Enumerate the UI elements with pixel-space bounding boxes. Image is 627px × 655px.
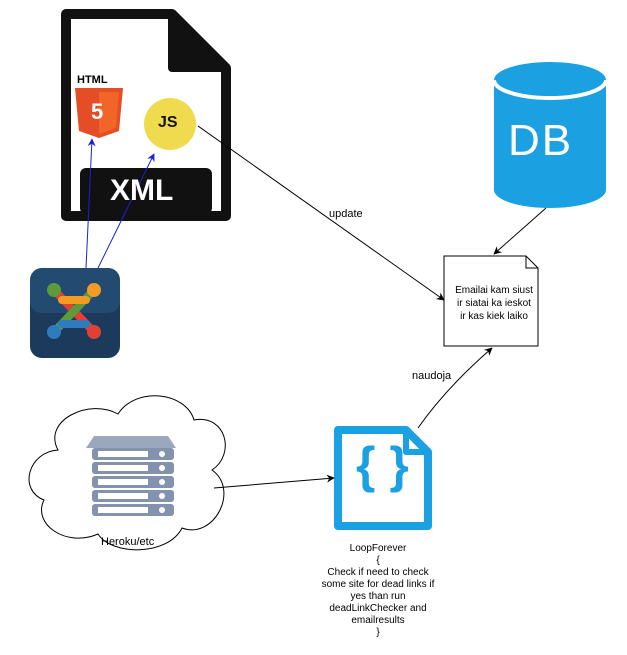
loop-line: emailresults: [351, 615, 405, 626]
loop-line: yes than run: [350, 591, 406, 602]
js-icon: [144, 98, 196, 150]
loop-line: {: [376, 555, 380, 566]
edge-file-note: [197, 125, 445, 301]
edge-loop-note: [417, 347, 493, 429]
loop-line: LoopForever: [349, 543, 407, 554]
html5-digit: 5: [91, 99, 104, 124]
edge-label-naudoja: naudoja: [412, 370, 452, 382]
loop-forever-text: LoopForever { Check if need to check som…: [298, 543, 458, 639]
note-line: ir siatai ka ieskot: [457, 298, 531, 309]
db-label: DB: [508, 116, 574, 165]
edge-server-loop: [213, 474, 335, 489]
edge-label-update: update: [329, 208, 363, 220]
edge-db-note: [493, 207, 547, 255]
html-label: HTML: [77, 74, 108, 86]
json-braces-icon: { }: [356, 437, 409, 493]
note-text: Emailai kam siust ir siatai ka ieskot ir…: [452, 284, 536, 323]
loop-line: Check if need to check: [327, 567, 429, 578]
loop-line: some site for dead links if: [321, 579, 435, 590]
loop-line: }: [376, 627, 380, 638]
html5-icon: [75, 88, 123, 138]
loop-line: deadLinkChecker and: [329, 603, 427, 614]
note-line: ir kas kiek laiko: [460, 311, 528, 322]
note-fold: [525, 256, 538, 269]
js-label: JS: [158, 114, 178, 131]
xml-band: [80, 168, 212, 214]
db-icon: [492, 62, 608, 208]
xml-label: XML: [110, 174, 174, 207]
json-file-icon: [334, 426, 432, 530]
cloud-label: Heroku/etc: [101, 536, 155, 548]
edge-joomla-js: [97, 153, 155, 269]
note-shape: [443, 255, 539, 347]
server-icon: [86, 436, 176, 516]
edge-joomla-html: [85, 138, 96, 269]
note-line: Emailai kam siust: [455, 285, 533, 296]
joomla-icon: [30, 268, 120, 358]
